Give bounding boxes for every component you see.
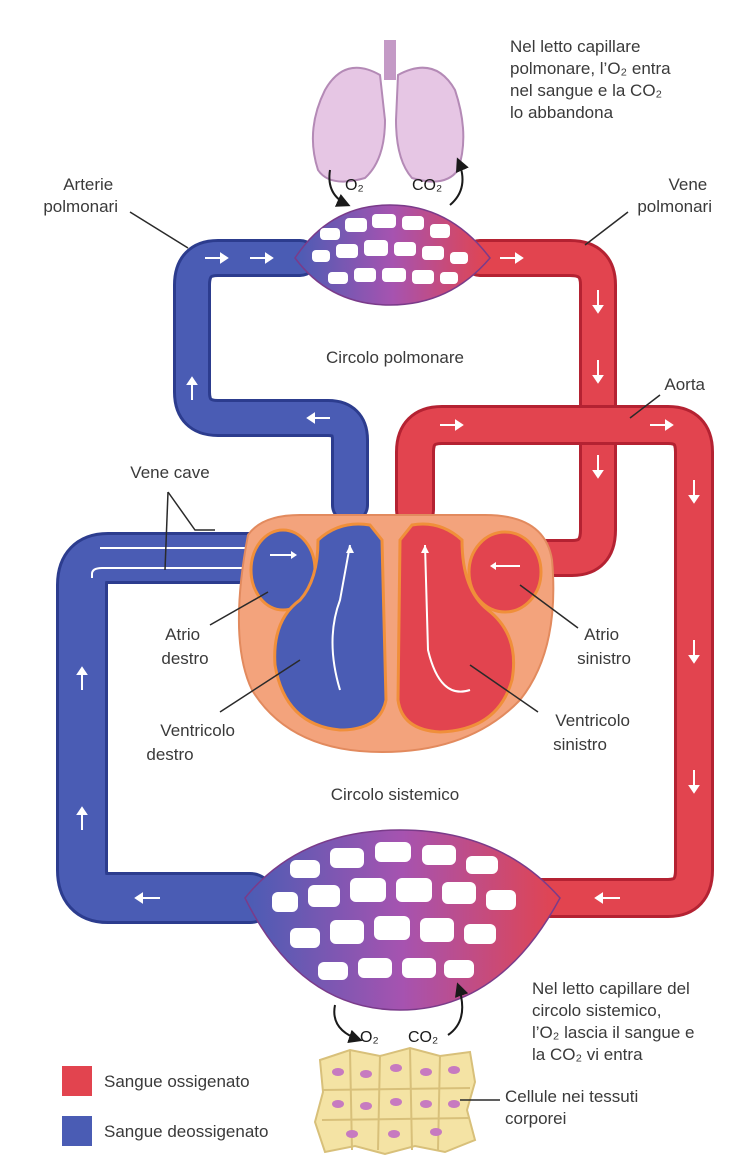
body-cells (315, 1048, 475, 1154)
right-lung (396, 68, 463, 182)
aorta-label: Aorta (664, 375, 705, 394)
legend-swatch-deoxygenated (62, 1116, 92, 1146)
circolo-polmonare-label: Circolo polmonare (326, 348, 464, 367)
co2-tissue-label: CO₂ (408, 1029, 438, 1046)
pulmonary-capillary-bed (295, 205, 490, 305)
circolo-sistemico-label: Circolo sistemico (331, 785, 459, 804)
legend: Sangue ossigenato Sangue deossigenato (62, 1066, 268, 1146)
pulmonary-artery-vessel (192, 258, 350, 505)
o2-tissue-label: O₂ (360, 1029, 379, 1046)
pulmonary-note: Nel letto capillare polmonare, l’O₂ entr… (510, 37, 675, 122)
left-lung (313, 68, 385, 182)
legend-swatch-oxygenated (62, 1066, 92, 1096)
atrio-destro-label: Atrio destro (161, 625, 208, 668)
legend-label-deoxygenated: Sangue deossigenato (104, 1122, 268, 1141)
vene-cave-label: Vene cave (130, 463, 209, 482)
o2-lung-label: O₂ (345, 177, 364, 194)
trachea (387, 40, 393, 80)
co2-lung-label: CO₂ (412, 177, 442, 194)
lungs (313, 40, 463, 182)
ventricolo-sinistro-label: Ventricolo sinistro (553, 711, 635, 754)
systemic-note: Nel letto capillare del circolo sistemic… (532, 979, 699, 1064)
ventricolo-destro-label: Ventricolo destro (146, 721, 239, 764)
heart (239, 515, 553, 752)
atrio-sinistro-label: Atrio sinistro (577, 625, 631, 668)
vene-polmonari-label: Vene polmonari (637, 175, 712, 216)
cellule-label: Cellule nei tessuti corporei (505, 1087, 643, 1128)
arterie-polmonari-label: Arterie polmonari (43, 175, 118, 216)
legend-label-oxygenated: Sangue ossigenato (104, 1072, 250, 1091)
systemic-capillary-bed (245, 830, 560, 1010)
